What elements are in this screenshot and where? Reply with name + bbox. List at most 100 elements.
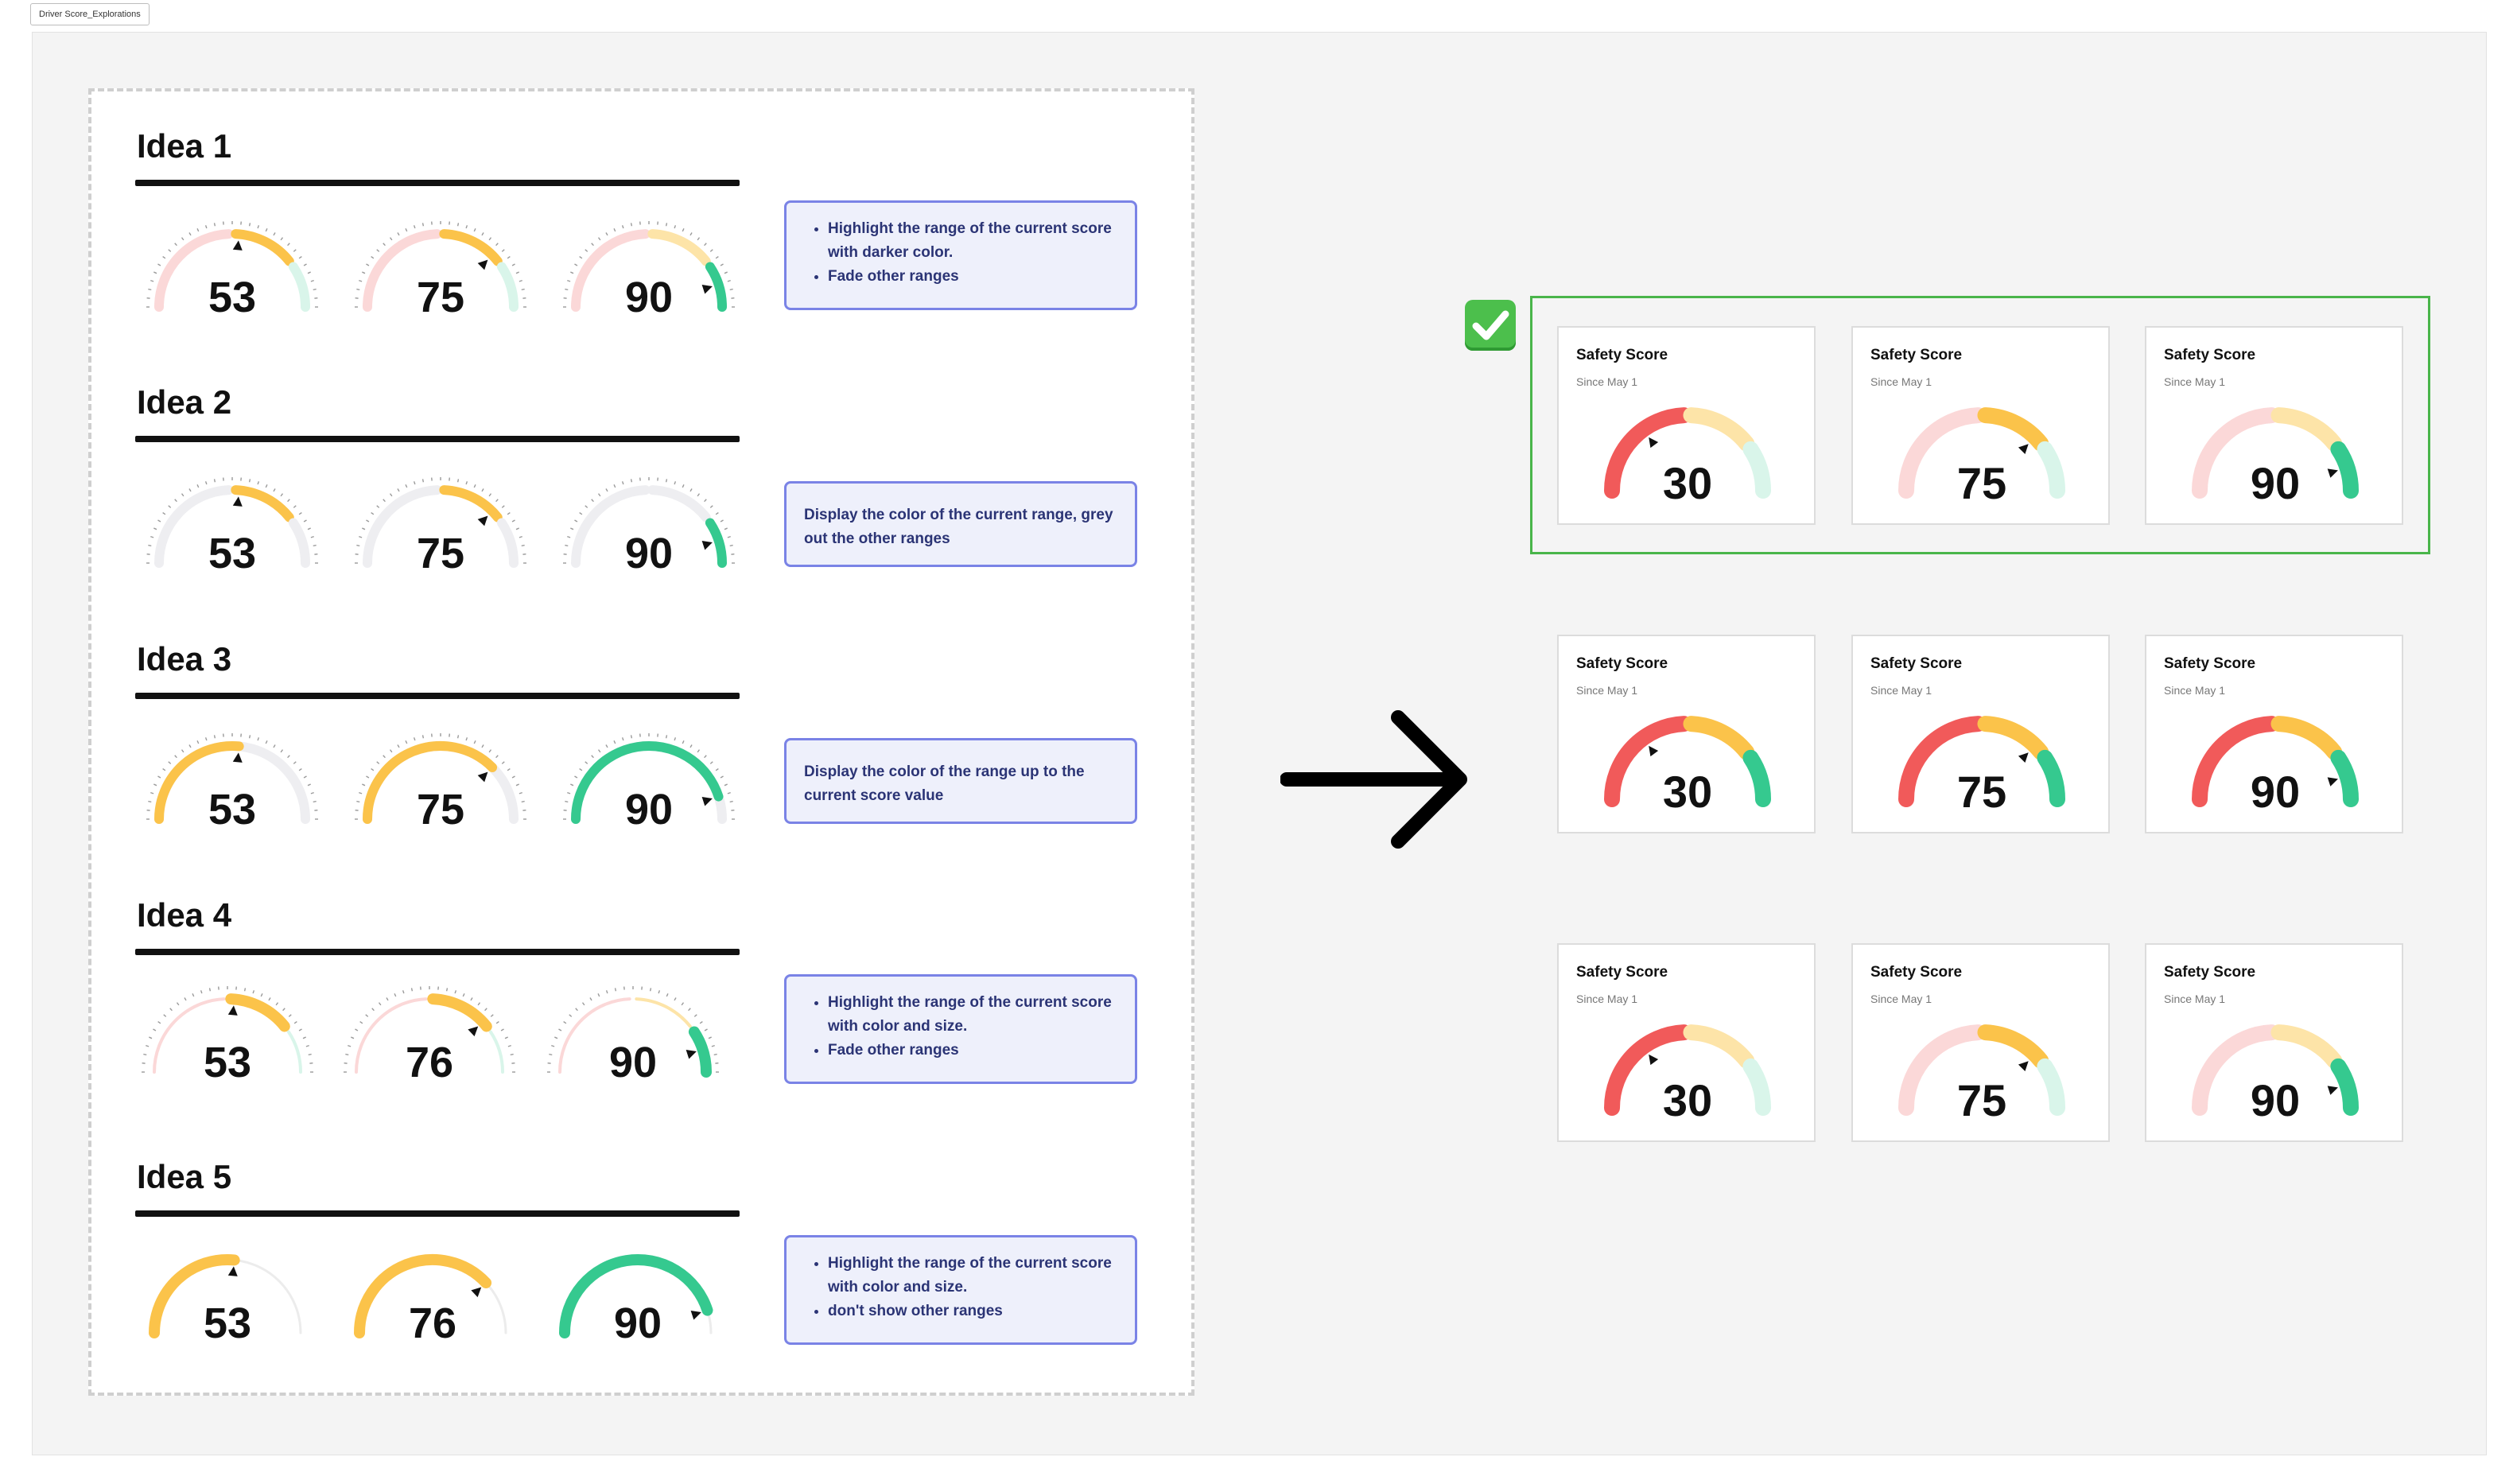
gauge-tick [709, 249, 713, 252]
gauge-tick [397, 488, 400, 492]
gauge-value: 76 [409, 1299, 456, 1347]
range-low-arc [2192, 1024, 2280, 1116]
selected-option-frame[interactable] [1530, 296, 2430, 554]
gauge-tick [574, 775, 578, 779]
gauge-tick [383, 499, 386, 503]
idea-5-title: Idea 5 [137, 1158, 232, 1195]
gauge-tick [519, 535, 522, 538]
gauge-tick [376, 505, 380, 508]
gauge-tick [456, 223, 460, 227]
card-gauge: 75 [1898, 407, 2065, 508]
range-mid-arc [225, 993, 290, 1032]
gauge-tick [567, 791, 571, 794]
gauge-tick [359, 279, 363, 282]
gauge-tick [405, 484, 408, 488]
gauge-tick [287, 499, 290, 503]
range-low-arc [1898, 1024, 1987, 1116]
gauge-tick [715, 511, 719, 515]
gauge-tick [204, 737, 208, 741]
card-gauge: 90 [2192, 716, 2359, 817]
white-check-mark-icon [1465, 300, 1516, 351]
range-low-arc [571, 229, 651, 312]
gauge-tick [265, 484, 268, 488]
gauge-tick [558, 1028, 562, 1031]
gauge-tick [682, 484, 685, 488]
gauge-marker [477, 515, 488, 526]
gauge-tick [724, 271, 728, 274]
range-mid-arc [439, 229, 503, 266]
file-tab[interactable]: Driver Score_Explorations [30, 3, 150, 25]
idea-2-note: Display the color of the current range, … [784, 481, 1137, 567]
range-high-arc [1742, 1058, 1771, 1116]
range-high-arc [2037, 1058, 2065, 1116]
gauge-tick [465, 737, 468, 741]
gauge-value: 90 [625, 786, 673, 833]
gauge-marker [2327, 468, 2338, 478]
idea-5-divider [135, 1210, 740, 1217]
gauge-tick [196, 228, 200, 232]
gauge-tick [682, 228, 685, 232]
range-mid-arc [1977, 716, 2049, 760]
card-gauge: 30 [1604, 407, 1771, 508]
gauge-tick [658, 990, 661, 994]
gauge-tick [188, 488, 192, 492]
range-high-arc [2037, 749, 2065, 807]
gauge-tick [150, 535, 154, 538]
gauge-tick [204, 481, 208, 485]
range-mid-arc [1977, 407, 2049, 452]
gauge-fill-arc [354, 1254, 492, 1338]
gauge-tick [585, 761, 588, 764]
range-low-arc [1898, 716, 1987, 807]
gauge-tick [293, 249, 297, 252]
idea-5-gauge-3: 90 [559, 1254, 713, 1347]
gauge-tick [465, 225, 468, 229]
gauge-tick [362, 527, 366, 530]
gauge-marker [701, 797, 713, 806]
range-high-arc [488, 1030, 504, 1074]
range-low-arc [558, 997, 631, 1074]
gauge-tick [551, 1044, 555, 1047]
gauge-value: 75 [417, 274, 464, 321]
gauge-tick [597, 749, 601, 753]
gauge-tick [265, 740, 268, 744]
gauge-tick [307, 783, 311, 787]
idea-1-note-item: Highlight the range of the current score… [828, 217, 1122, 265]
gauge-value: 53 [204, 1299, 251, 1347]
gauge-tick [711, 1044, 715, 1047]
gauge-tick [397, 232, 400, 236]
gauge-tick [570, 271, 574, 274]
gauge-tick [394, 993, 397, 997]
gauge-marker [1649, 1054, 1659, 1066]
gauge-tick [405, 228, 408, 232]
right-arrow-icon [1280, 710, 1467, 849]
idea-2-divider [135, 436, 740, 442]
gauge-tick [208, 988, 212, 992]
idea-1-note-item: Fade other ranges [828, 265, 1122, 289]
gauge-tick [579, 511, 583, 515]
gauge-marker [232, 240, 243, 251]
gauge-tick [252, 990, 255, 994]
gauge-tick [188, 232, 192, 236]
card-gauge: 30 [1604, 716, 1771, 817]
gauge-tick [213, 479, 216, 483]
range-low-arc [153, 997, 226, 1074]
gauge-tick [371, 255, 375, 259]
gauge-tick [307, 271, 311, 274]
idea-5-note: Highlight the range of the current score… [784, 1235, 1137, 1345]
gauge-tick [519, 279, 522, 282]
range-high-arc [286, 1030, 302, 1074]
gauge-tick [174, 243, 177, 247]
range-mid-arc [647, 485, 711, 523]
gauge-tick [605, 990, 608, 994]
gauge-tick [688, 1008, 691, 1012]
gauge-tick [355, 1028, 359, 1031]
